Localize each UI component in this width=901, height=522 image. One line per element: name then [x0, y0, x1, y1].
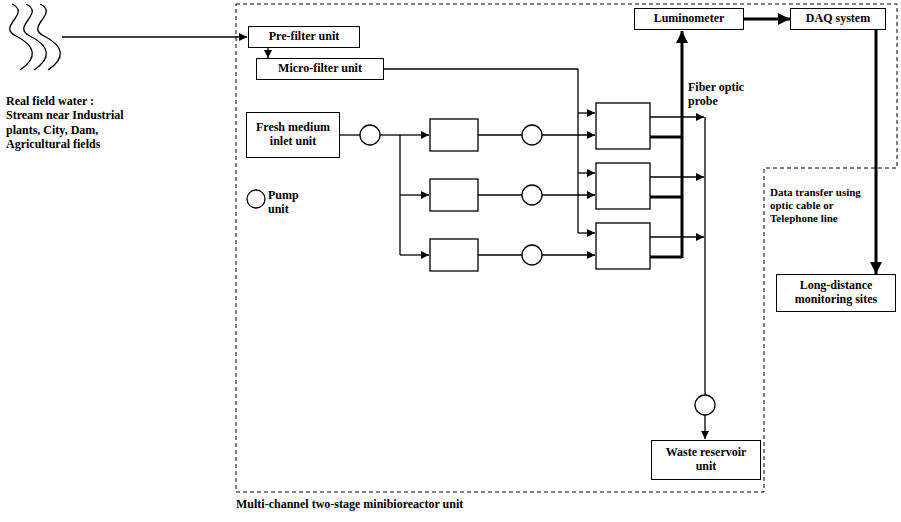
reactor-pipe: [542, 134, 595, 135]
waste-pipe: [650, 236, 704, 237]
reactor-box: [596, 223, 650, 269]
node-text: Waste reservoir unit: [656, 446, 756, 474]
reactor-box: [596, 163, 650, 209]
source-label: Real field water : Stream near Industria…: [6, 94, 134, 152]
legend-pump-symbol: [247, 190, 265, 208]
sample-pipe: [578, 172, 595, 173]
transfer-label: Data transfer using optic cable or Telep…: [770, 186, 870, 226]
probe-label: Fiber optic probe: [688, 80, 754, 109]
reactor-box: [430, 179, 478, 211]
medium-pipe: [338, 134, 360, 135]
stream-wave: [24, 4, 47, 70]
sample-pipe: [578, 112, 595, 113]
connector-arrow: [875, 30, 878, 274]
sample-pipe: [577, 69, 578, 233]
fiber-optic-line: [681, 31, 684, 258]
inlet-box: Fresh medium inlet unit: [246, 112, 340, 158]
sample-pipe: [578, 232, 595, 233]
stream-wave: [38, 4, 61, 70]
reactor-box: [596, 103, 650, 149]
connector-arrow: [267, 48, 268, 58]
fiber-optic-line: [650, 196, 682, 199]
pump-symbol: [522, 125, 542, 145]
waste-pipe: [650, 176, 704, 177]
waste-pipe: [704, 117, 705, 395]
reactor-pipe: [478, 254, 522, 255]
medium-pipe: [400, 194, 429, 195]
pump-symbol: [522, 185, 542, 205]
node-text: Fresh medium inlet unit: [251, 121, 335, 149]
monitoring-box: Long-distance monitoring sites: [776, 274, 896, 312]
reactor-box: [430, 239, 478, 271]
medium-pipe: [380, 134, 400, 135]
unit-boundary: [236, 4, 897, 492]
medium-pipe: [400, 134, 429, 135]
node-text: Luminometer: [654, 12, 725, 26]
pump-symbol: [695, 395, 715, 415]
figure-caption: Multi-channel two-stage minibioreactor u…: [236, 497, 463, 511]
reactor-pipe: [542, 194, 595, 195]
sample-pipe: [384, 68, 578, 69]
filter-box: Pre-filter unit: [248, 26, 360, 48]
instrument-box: Luminometer: [634, 8, 744, 30]
reactor-pipe: [478, 134, 522, 135]
reactor-pipe: [542, 254, 595, 255]
pump-symbol: [522, 245, 542, 265]
connector-arrow: [744, 18, 790, 21]
node-text: Pre-filter unit: [269, 30, 340, 44]
daq-box: DAQ system: [790, 8, 886, 30]
legend-label: Pump unit: [268, 188, 308, 217]
node-text: Micro-filter unit: [278, 62, 362, 76]
waste-pipe: [650, 116, 704, 117]
reactor-box: [430, 119, 478, 151]
stream-wave: [10, 4, 33, 70]
fiber-optic-line: [650, 136, 682, 139]
medium-pipe: [400, 254, 429, 255]
reservoir-box: Waste reservoir unit: [651, 440, 761, 480]
filter-box: Micro-filter unit: [256, 58, 384, 80]
node-text: Long-distance monitoring sites: [781, 279, 891, 307]
reactor-pipe: [478, 194, 522, 195]
pump-symbol: [360, 125, 380, 145]
fiber-optic-line: [650, 256, 682, 259]
waste-pipe: [704, 415, 705, 439]
node-text: DAQ system: [806, 12, 870, 26]
intake-arrow: [62, 36, 247, 37]
